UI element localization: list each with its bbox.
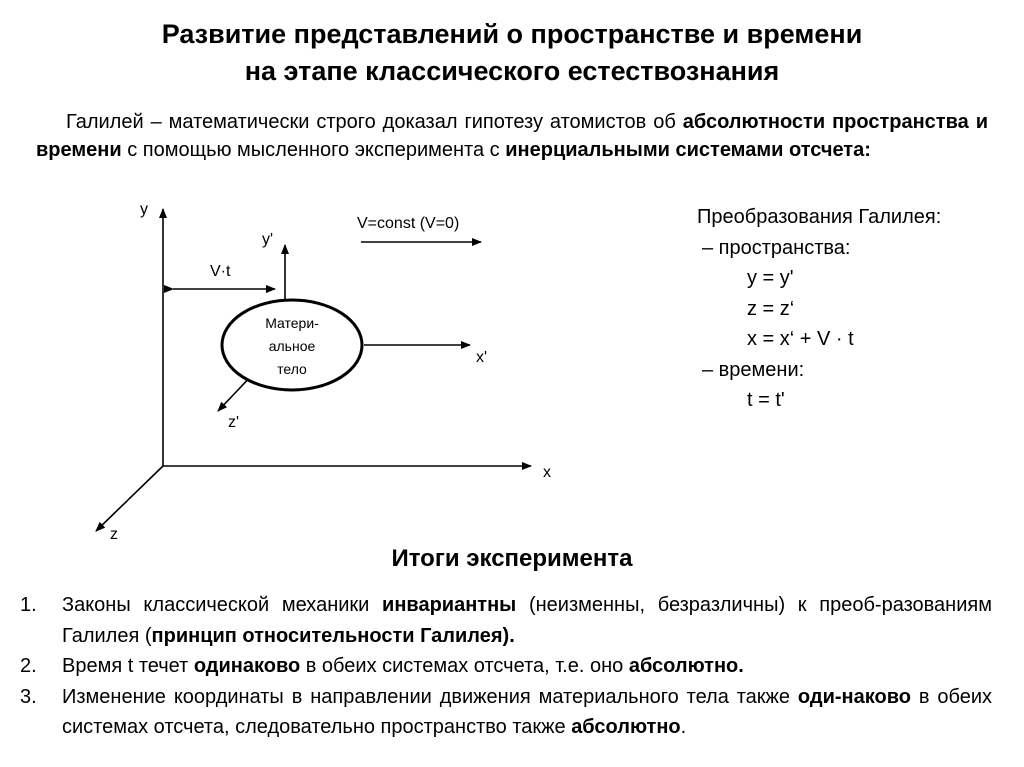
material-body-ellipse bbox=[220, 298, 364, 392]
axis-x-label: x bbox=[543, 464, 551, 481]
intro-bold-absoluteness: абсолютности bbox=[682, 111, 826, 133]
list-item: 3. Изменение координаты в направлении дв… bbox=[20, 682, 992, 743]
galilean-transformations: Преобразования Галилея: – пространства: … bbox=[697, 202, 941, 416]
list-item-text: в обеих системах отсчета, следовательно … bbox=[62, 685, 998, 739]
axis-z-label: z bbox=[110, 526, 118, 543]
equation-z: z = z‘ bbox=[747, 297, 795, 320]
axis-z-line bbox=[95, 465, 164, 532]
equation-x: x = x‘ + V · t bbox=[747, 328, 854, 350]
equation-y: y = y' bbox=[747, 267, 794, 289]
list-item-text: Время t течет bbox=[62, 655, 194, 677]
list-item-number: 2. bbox=[20, 655, 37, 677]
list-item-text: Законы классической механики bbox=[62, 594, 383, 616]
list-item-number: 3. bbox=[20, 685, 37, 708]
slide-title-line-1: Развитие представлений о пространстве и … bbox=[161, 19, 863, 49]
axis-y-prime-label: y' bbox=[262, 231, 273, 248]
results-heading: Итоги эксперимента bbox=[391, 545, 633, 572]
galilean-frames-diagram: y x z y' x' z' V=const (V=0) V·t Матери-… bbox=[95, 201, 551, 543]
velocity-label: V=const (V=0) bbox=[357, 215, 459, 232]
list-item: 1. Законы классической механики инвариан… bbox=[20, 590, 992, 651]
axis-z-prime-label: z' bbox=[228, 414, 239, 431]
list-item-text: (неизменны, безразличны) к преоб-разован… bbox=[62, 594, 998, 647]
intro-text-2: с помощью мысленного эксперимента с bbox=[121, 139, 506, 161]
intro-bold-inertial: инерциальными bbox=[505, 139, 670, 161]
list-item-bold: инвариантны bbox=[382, 594, 517, 616]
intro-bold-frames: системами отсчета: bbox=[675, 139, 871, 161]
list-item-bold: абсолютно bbox=[571, 716, 681, 738]
intro-paragraph: Галилей – математически строго доказал г… bbox=[36, 108, 988, 164]
results-list: 1. Законы классической механики инвариан… bbox=[20, 590, 992, 743]
list-item-number: 1. bbox=[20, 594, 37, 616]
list-item-bold: одинаково bbox=[193, 655, 301, 677]
body-label-line-1: Матери- bbox=[265, 315, 319, 331]
transforms-space-label: – пространства: bbox=[702, 236, 851, 259]
list-item-bold: оди-наково bbox=[797, 685, 911, 708]
body-label-line-3: тело bbox=[277, 361, 307, 377]
list-item-text: в обеих системах отсчета, т.е. оно bbox=[300, 655, 629, 677]
slide-title-line-2: на этапе классического естествознания bbox=[244, 56, 780, 86]
intro-bold-space-time: пространства и времени bbox=[36, 111, 988, 161]
offset-label: V·t bbox=[210, 263, 231, 280]
list-item-bold: абсолютно. bbox=[628, 655, 744, 677]
transforms-time-label: – времени: bbox=[702, 358, 805, 381]
axis-x-prime-label: x' bbox=[476, 349, 487, 366]
equation-t: t = t' bbox=[747, 389, 785, 411]
intro-text-1: Галилей – математически строго доказал г… bbox=[66, 111, 683, 133]
list-item: 2. Время t течет одинаково в обеих систе… bbox=[20, 651, 992, 682]
list-item-text: Изменение координаты в направлении движе… bbox=[62, 685, 798, 708]
body-label-line-2: альное bbox=[269, 338, 316, 354]
list-item-bold: принцип относительности Галилея). bbox=[151, 624, 515, 647]
list-item-text: . bbox=[680, 716, 687, 738]
transforms-heading: Преобразования Галилея: bbox=[697, 206, 942, 228]
axis-y-label: y bbox=[140, 201, 148, 218]
